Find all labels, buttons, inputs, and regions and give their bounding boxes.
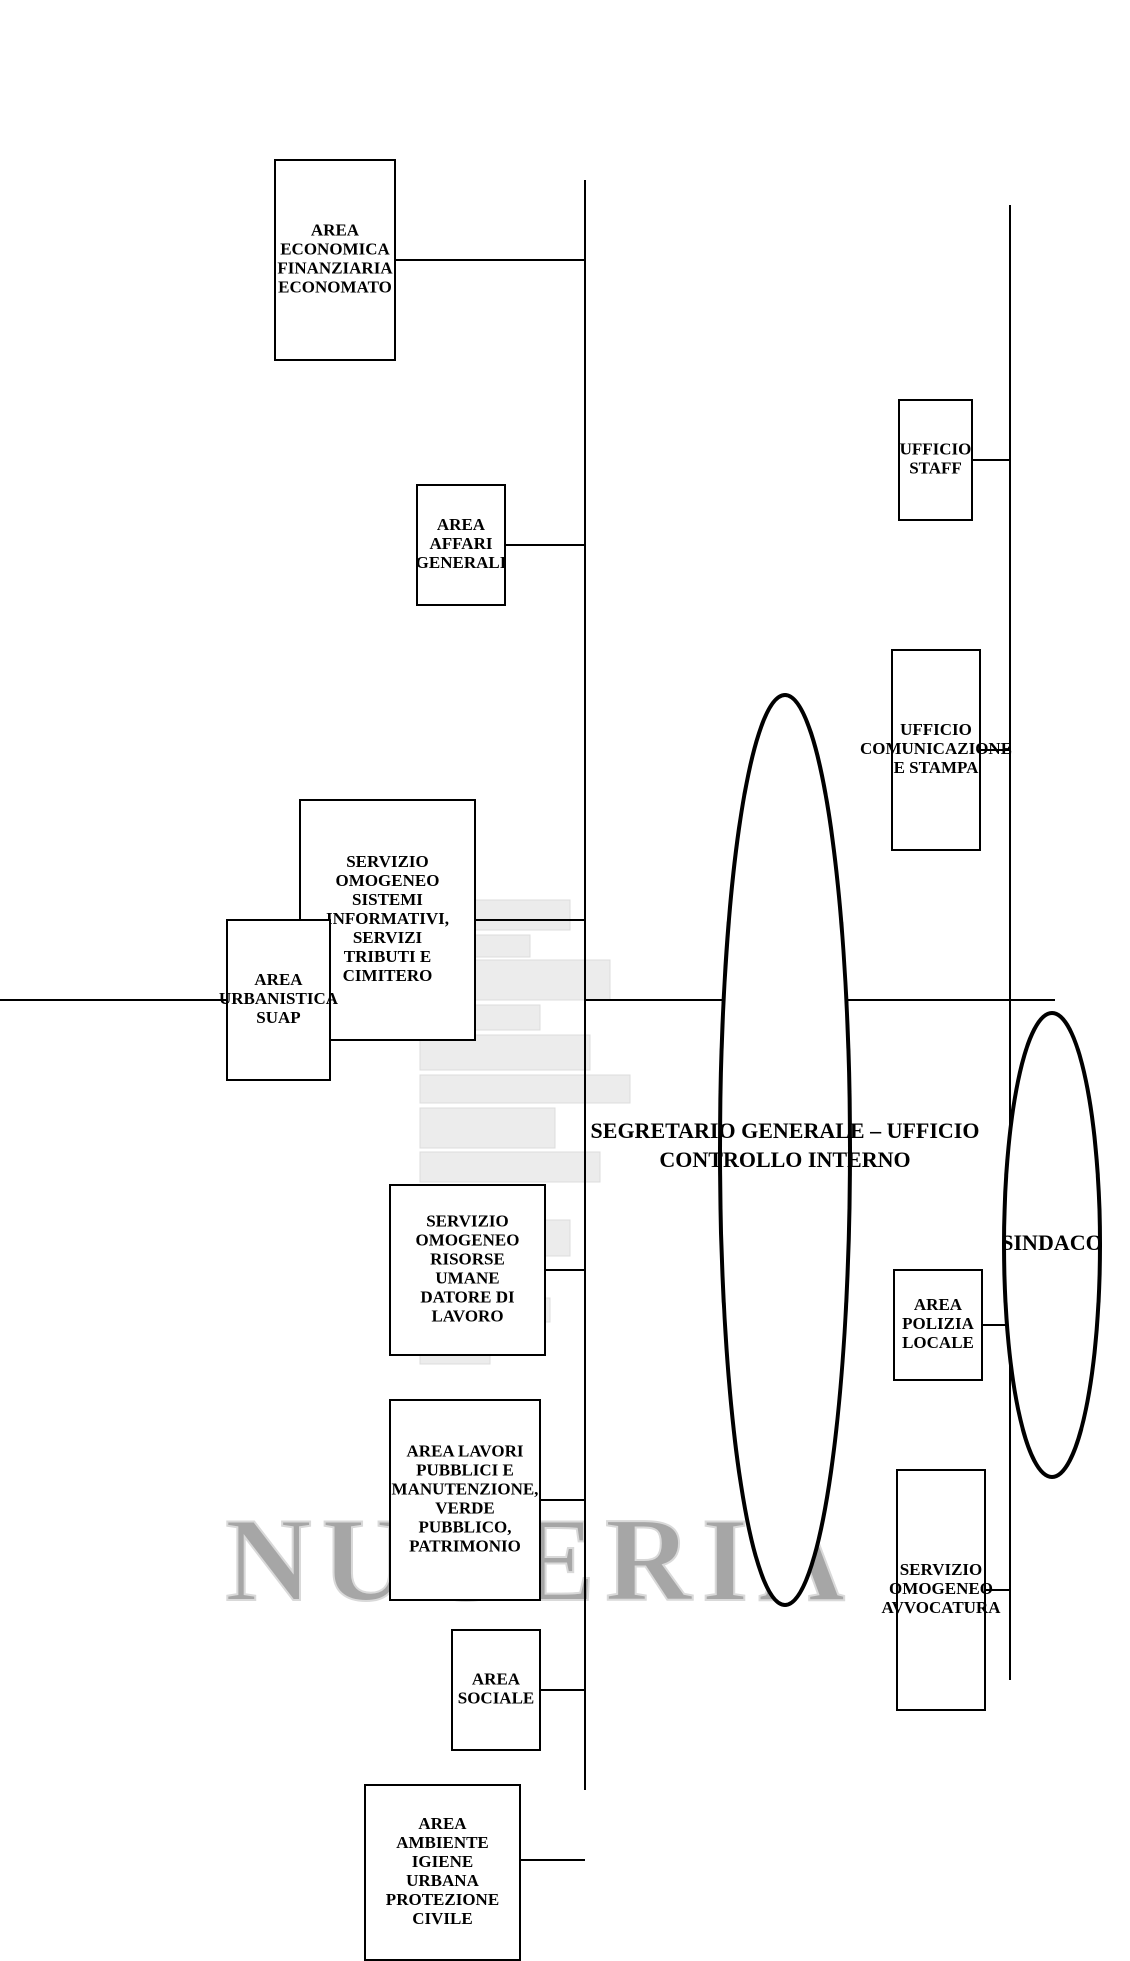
area-sociale-box-label-line: AREA	[472, 1669, 521, 1688]
ufficio-staff-box-label-line: UFFICIO	[900, 439, 972, 458]
ufficio-staff-box-label-line: STAFF	[909, 458, 962, 477]
area-urbanistica-box-label-line: AREA	[254, 970, 303, 989]
area-polizia-box-label-line: POLIZIA	[902, 1314, 975, 1333]
area-ambiente-box-label-line: AREA	[418, 1814, 467, 1833]
area-polizia-box-label-line: AREA	[914, 1295, 963, 1314]
segretario-ellipse	[718, 693, 852, 1607]
area-ambiente-box-label-line: PROTEZIONE	[386, 1890, 499, 1909]
area-economica-box-label-line: ECONOMICA	[280, 239, 390, 258]
servizio-sistemi-box-label-line: CIMITERO	[343, 966, 433, 985]
servizio-sistemi-box-label-line: SERVIZI	[353, 928, 423, 947]
ufficio-comunicazione-box-label-line: UFFICIO	[900, 720, 972, 739]
area-polizia-box-frame	[893, 1269, 983, 1381]
area-lavori-box-label-line: PUBBLICO,	[418, 1517, 511, 1536]
servizio-sistemi-box-label: SERVIZIOOMOGENEOSISTEMIINFORMATIVI,SERVI…	[326, 852, 449, 985]
area-lavori-box-label-line: MANUTENZIONE,	[392, 1479, 539, 1498]
servizio-avvocatura-box-label-line: SERVIZIO	[900, 1560, 983, 1579]
servizio-risorse-box-label-line: DATORE DI	[420, 1287, 515, 1306]
area-economica-box-label-line: AREA	[311, 220, 360, 239]
area-ambiente-box-frame	[364, 1784, 521, 1961]
area-economica-box-frame	[274, 159, 396, 361]
segretario-node: SEGRETARIO GENERALE – UFFICIO CONTROLLO …	[591, 693, 980, 1607]
sindaco-ellipse	[1002, 1011, 1102, 1479]
servizio-sistemi-box-label-line: TRIBUTI E	[344, 947, 431, 966]
servizio-risorse-box-label-line: UMANE	[435, 1268, 499, 1287]
watermark: NUCERIA	[224, 899, 846, 1627]
segretario-label-line1: SEGRETARIO GENERALE – UFFICIO	[591, 1118, 980, 1143]
servizio-avvocatura-box-label-line: OMOGENEO	[889, 1579, 993, 1598]
area-urbanistica-box-frame	[226, 919, 331, 1081]
area-sociale-box-label-line: SOCIALE	[458, 1688, 535, 1707]
area-urbanistica-box-label-line: URBANISTICA	[219, 989, 339, 1008]
servizio-sistemi-box-label-line: SERVIZIO	[346, 852, 429, 871]
area-lavori-box-label-line: AREA LAVORI	[407, 1441, 524, 1460]
servizio-sistemi-box: SERVIZIOOMOGENEOSISTEMIINFORMATIVI,SERVI…	[299, 799, 476, 1041]
servizio-avvocatura-box-label-line: AVVOCATURA	[882, 1598, 1002, 1617]
servizio-risorse-box-label-line: OMOGENEO	[416, 1230, 520, 1249]
area-ambiente-box-label-line: URBANA	[406, 1871, 479, 1890]
area-ambiente-box-label-line: AMBIENTE	[396, 1833, 489, 1852]
area-lavori-box-frame	[389, 1399, 541, 1601]
area-lavori-box-label-line: PATRIMONIO	[409, 1536, 521, 1555]
area-urbanistica-box-label-line: SUAP	[256, 1008, 300, 1027]
area-lavori-box-label-line: PUBBLICI E	[416, 1460, 514, 1479]
servizio-sistemi-box-label-line: INFORMATIVI,	[326, 909, 449, 928]
servizio-risorse-box-label-line: SERVIZIO	[426, 1211, 509, 1230]
area-affari-box-label-line: GENERALI	[416, 553, 507, 572]
sindaco-label: SINDACO	[1001, 1230, 1102, 1255]
area-sociale-box-frame	[451, 1629, 541, 1751]
servizio-avvocatura-box-frame	[896, 1469, 986, 1711]
servizio-risorse-box-label-line: LAVORO	[431, 1306, 503, 1325]
area-ambiente-box-label-line: CIVILE	[412, 1909, 472, 1928]
area-lavori-box-label-line: VERDE	[435, 1498, 495, 1517]
area-affari-box-frame	[416, 484, 506, 606]
sindaco-node: SINDACO	[1001, 1011, 1103, 1479]
ufficio-comunicazione-box-label-line: COMUNICAZIONE	[860, 739, 1012, 758]
area-affari-box-label-line: AFFARI	[430, 534, 493, 553]
ufficio-staff-box-frame	[898, 399, 973, 521]
area-ambiente-box-label-line: IGIENE	[412, 1852, 473, 1871]
servizio-risorse-box-label-line: RISORSE	[430, 1249, 505, 1268]
area-economica-box-label-line: ECONOMATO	[278, 277, 392, 296]
ufficio-comunicazione-box-frame	[891, 649, 981, 851]
ufficio-comunicazione-box-label-line: E STAMPA	[894, 758, 980, 777]
area-affari-box-label-line: AREA	[437, 515, 486, 534]
servizio-risorse-box-frame	[389, 1184, 546, 1356]
servizio-sistemi-box-label-line: SISTEMI	[352, 890, 423, 909]
servizio-sistemi-box-label-line: OMOGENEO	[336, 871, 440, 890]
area-economica-box-label-line: FINANZIARIA	[277, 258, 393, 277]
area-polizia-box-label-line: LOCALE	[902, 1333, 974, 1352]
segretario-label: SEGRETARIO GENERALE – UFFICIO CONTROLLO …	[591, 1118, 980, 1172]
segretario-label-line2: CONTROLLO INTERNO	[659, 1147, 910, 1172]
connector-lines	[0, 180, 1055, 1861]
